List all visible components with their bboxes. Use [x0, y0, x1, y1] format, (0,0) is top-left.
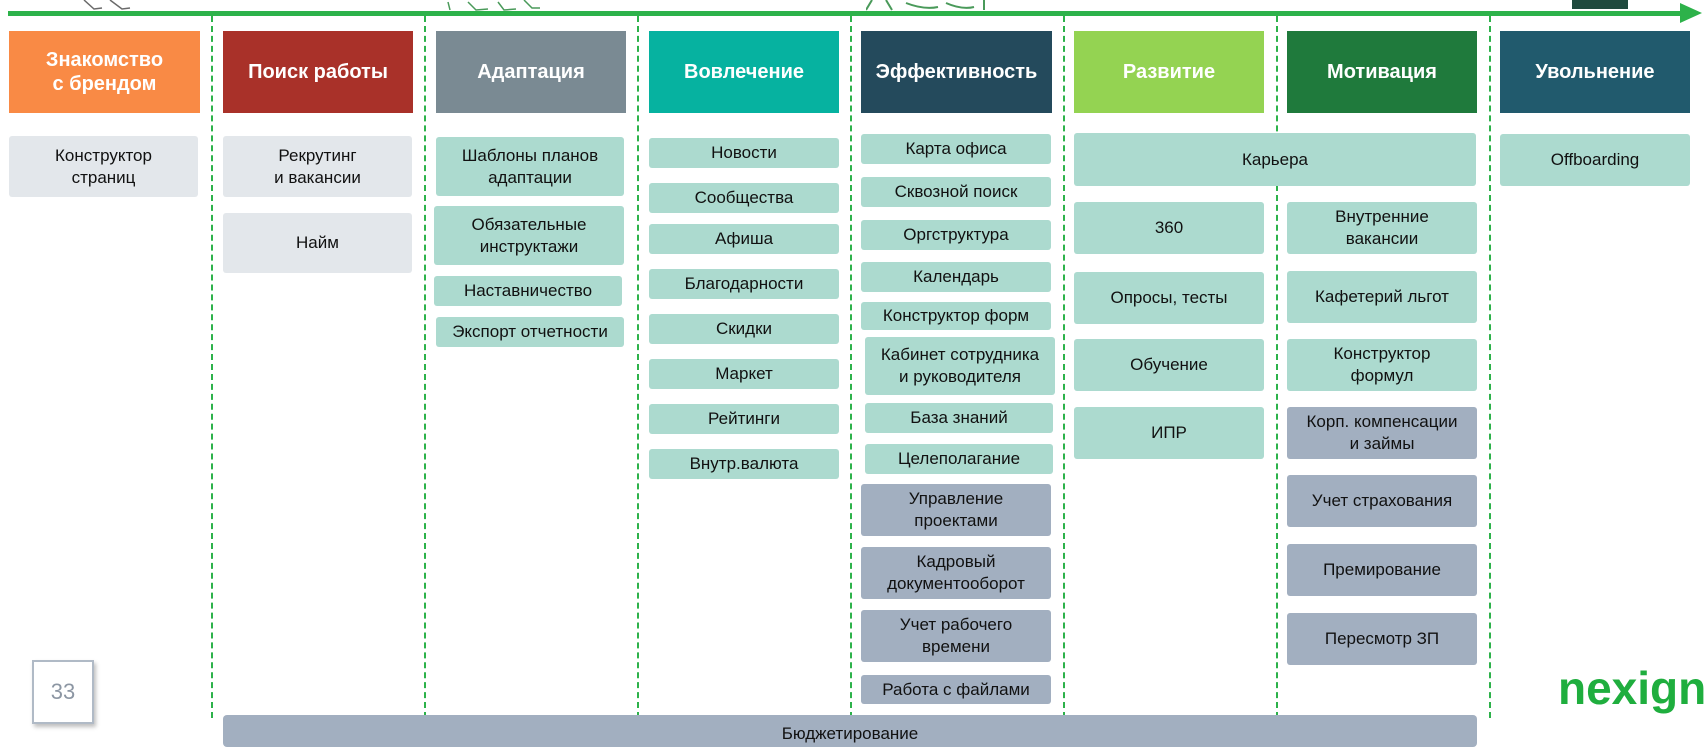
timeline-arrow-head	[1680, 3, 1702, 23]
column-divider	[1276, 16, 1278, 718]
card-corporate-compensation: Корп. компенсации и займы	[1287, 407, 1477, 459]
card-employee-cabinet: Кабинет сотрудника и руководителя	[865, 337, 1055, 395]
card-time-tracking: Учет рабочего времени	[861, 610, 1051, 662]
card-market: Маркет	[649, 359, 839, 389]
card-office-map: Карта офиса	[861, 134, 1051, 164]
card-mentoring: Наставничество	[434, 276, 622, 306]
column-divider	[1489, 16, 1491, 718]
nexign-logo: nexign	[1558, 662, 1704, 714]
card-hiring: Найм	[223, 213, 412, 273]
card-hr-document-flow: Кадровый документооборот	[861, 547, 1051, 599]
stage-header-brand: Знакомство с брендом	[9, 31, 200, 113]
timeline-arrow	[8, 11, 1688, 16]
stage-header-adaptation: Адаптация	[436, 31, 626, 113]
card-internal-currency: Внутр.валюта	[649, 449, 839, 479]
card-file-work: Работа с файлами	[861, 675, 1051, 704]
stage-header-efficiency: Эффективность	[861, 31, 1052, 113]
card-budgeting: Бюджетирование	[223, 715, 1477, 747]
card-knowledge-base: База знаний	[865, 403, 1053, 433]
column-divider	[211, 16, 213, 718]
card-bonuses: Премирование	[1287, 544, 1477, 596]
shoes-illustration-icon	[447, 0, 540, 11]
card-news: Новости	[649, 138, 839, 168]
card-salary-review: Пересмотр ЗП	[1287, 613, 1477, 665]
column-divider	[850, 16, 852, 718]
column-divider	[1063, 16, 1065, 718]
card-form-builder: Конструктор форм	[861, 302, 1051, 330]
card-global-search: Сквозной поиск	[861, 177, 1051, 207]
card-events: Афиша	[649, 224, 839, 254]
card-ratings: Рейтинги	[649, 404, 839, 434]
card-offboarding: Offboarding	[1500, 134, 1690, 186]
stage-header-development: Развитие	[1074, 31, 1264, 113]
card-learning: Обучение	[1074, 339, 1264, 391]
page-number: 33	[32, 660, 94, 724]
column-divider	[424, 16, 426, 718]
figure-illustration-icon	[1572, 0, 1628, 9]
card-adaptation-templates: Шаблоны планов адаптации	[436, 137, 624, 196]
stage-header-job-search: Поиск работы	[223, 31, 413, 113]
card-communities: Сообщества	[649, 183, 839, 213]
card-career: Карьера	[1074, 133, 1476, 186]
people-illustration-icon	[866, 0, 985, 11]
stage-header-engagement: Вовлечение	[649, 31, 839, 113]
stage-header-offboarding: Увольнение	[1500, 31, 1690, 113]
card-recruiting: Рекрутинг и вакансии	[223, 136, 412, 197]
card-360: 360	[1074, 202, 1264, 254]
card-formula-builder: Конструктор формул	[1287, 339, 1477, 391]
card-benefits-cafeteria: Кафетерий льгот	[1287, 271, 1477, 323]
card-project-management: Управление проектами	[861, 484, 1051, 536]
card-mandatory-briefings: Обязательные инструктажи	[434, 206, 624, 265]
card-goal-setting: Целеполагание	[865, 444, 1053, 474]
stage-header-motivation: Мотивация	[1287, 31, 1477, 113]
column-divider	[637, 16, 639, 718]
card-org-structure: Оргструктура	[861, 220, 1051, 250]
card-calendar: Календарь	[861, 262, 1051, 292]
shoes-illustration-icon	[83, 0, 131, 10]
card-discounts: Скидки	[649, 314, 839, 344]
card-report-export: Экспорт отчетности	[436, 317, 624, 347]
card-thanks: Благодарности	[649, 269, 839, 299]
card-idp: ИПР	[1074, 407, 1264, 459]
card-surveys-tests: Опросы, тесты	[1074, 272, 1264, 324]
card-insurance-accounting: Учет страхования	[1287, 475, 1477, 527]
card-page-builder: Конструктор страниц	[9, 136, 198, 197]
card-internal-vacancies: Внутренние вакансии	[1287, 202, 1477, 254]
